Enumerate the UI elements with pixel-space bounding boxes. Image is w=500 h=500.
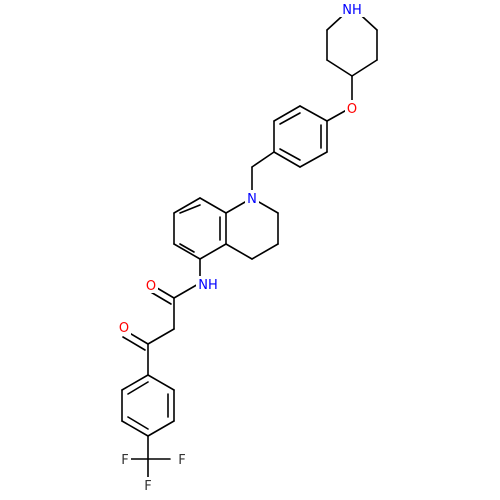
bond xyxy=(279,148,301,161)
bond xyxy=(122,336,146,351)
atom-f1: F xyxy=(119,451,131,468)
atom-label-o-amide: O xyxy=(146,279,156,294)
atom-label-n-ring: N xyxy=(247,192,257,207)
bond xyxy=(273,105,301,122)
bond xyxy=(147,420,175,437)
atom-o-amide: O xyxy=(144,277,158,294)
atom-label-f3: F xyxy=(144,479,151,494)
atom-labels: NH O N NH O O F F xyxy=(117,1,364,494)
atom-label-f2: F xyxy=(178,453,185,468)
atom-label-nh-amide: NH xyxy=(198,278,218,293)
bond xyxy=(121,420,149,437)
atom-o-ketone: O xyxy=(117,319,131,336)
bond xyxy=(173,282,201,299)
atom-label-o-ketone: O xyxy=(119,321,129,336)
bond xyxy=(147,374,175,391)
bond xyxy=(121,374,149,391)
bond xyxy=(148,290,172,305)
atom-label-nh-piperidine: NH xyxy=(342,3,362,18)
bond xyxy=(179,204,201,214)
bond xyxy=(127,381,149,395)
atom-label-o-ether: O xyxy=(347,102,357,117)
bond xyxy=(179,243,195,253)
atom-o-ether: O xyxy=(345,100,359,117)
bond xyxy=(173,197,201,214)
atom-f2: F xyxy=(176,451,188,468)
bond xyxy=(251,243,279,260)
bond xyxy=(225,243,253,260)
atom-n-amide: NH xyxy=(196,276,220,293)
bond xyxy=(299,151,328,168)
bond xyxy=(199,243,227,260)
bonds xyxy=(121,6,378,479)
bond xyxy=(326,59,353,77)
bond xyxy=(173,243,201,260)
bond xyxy=(251,151,275,168)
bond xyxy=(299,105,328,122)
bond xyxy=(279,112,301,125)
bond xyxy=(199,197,227,214)
atom-n-ring: N xyxy=(245,190,259,207)
atom-n-piperidine: NH xyxy=(340,1,364,18)
atom-f3: F xyxy=(142,477,154,494)
bond xyxy=(127,416,149,430)
atom-label-f1: F xyxy=(121,453,128,468)
bond xyxy=(351,59,378,77)
bond xyxy=(273,151,301,168)
bond xyxy=(147,328,175,345)
